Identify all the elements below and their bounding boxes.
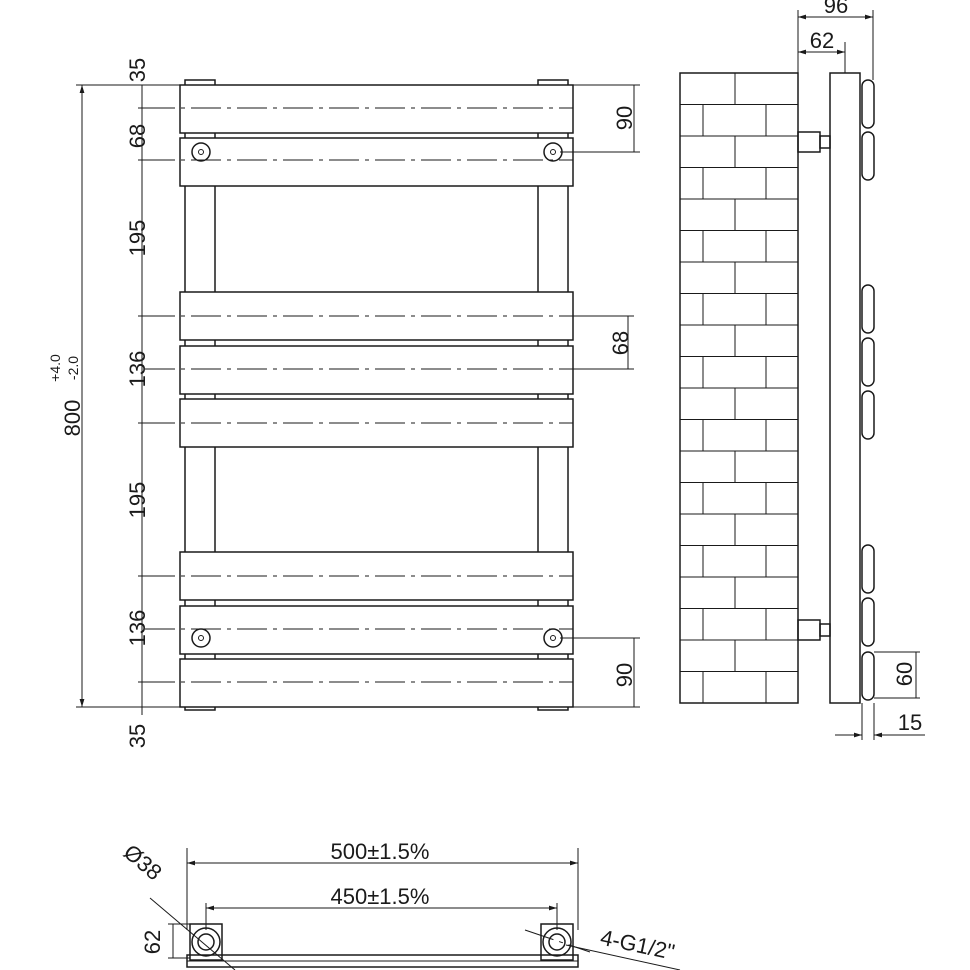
bar-profiles [861, 79, 875, 701]
bottom-view: 500±1.5% 450±1.5% Ø38 62 4-G1/2" [119, 839, 681, 970]
overall-height-dimension: 800 +4.0 -2.0 [47, 84, 140, 708]
overall-height-value: 800 [60, 400, 85, 437]
radiator-side-profile [829, 72, 861, 704]
dim-left-136-mid: 136 [125, 351, 150, 388]
bar [179, 137, 574, 187]
overall-height-upper-tol: +4.0 [47, 354, 63, 382]
width-overall-label: 500±1.5% [331, 839, 430, 864]
pipe-depth-label: 62 [140, 930, 165, 954]
bar [179, 658, 574, 708]
dim-right-90-bottom: 90 [612, 663, 637, 687]
depth-total-label: 96 [824, 0, 848, 18]
pipe-width-label: 15 [898, 710, 922, 735]
dim-right-90-top: 90 [612, 106, 637, 130]
wall-brackets [797, 131, 831, 641]
overall-height-lower-tol: -2.0 [65, 356, 81, 380]
dim-right-68: 68 [608, 331, 633, 355]
dim-left-35-bottom: 35 [125, 724, 150, 748]
bar [179, 605, 574, 655]
side-tubes [184, 79, 569, 711]
dim-left-136-bottom: 136 [125, 610, 150, 647]
side-bottom-dimensions: 60 15 [835, 651, 925, 740]
width-centers-label: 450±1.5% [331, 884, 430, 909]
dim-left-195-bottom: 195 [125, 482, 150, 519]
side-view: 96 62 60 15 [679, 0, 925, 740]
bar [179, 345, 574, 395]
depth-wall-label: 62 [810, 28, 834, 53]
pipe-diameter-label: Ø38 [119, 839, 167, 885]
brick-wall [679, 72, 799, 704]
right-dimensions: 90 68 90 [560, 84, 640, 708]
bar-centerlines [145, 107, 573, 683]
left-dimension-chain: 35 68 195 136 195 136 35 [125, 58, 180, 748]
side-top-dimensions: 96 62 [797, 0, 874, 80]
bar [179, 84, 574, 134]
horizontal-bars [179, 84, 574, 708]
dim-left-68: 68 [125, 124, 150, 148]
dim-left-35-top: 35 [125, 58, 150, 82]
front-view: 35 68 195 136 195 136 35 800 +4.0 -2.0 9… [47, 58, 640, 748]
dim-left-195-top: 195 [125, 220, 150, 257]
pipe-offset-label: 60 [892, 662, 917, 686]
connections-label: 4-G1/2" [598, 925, 677, 965]
